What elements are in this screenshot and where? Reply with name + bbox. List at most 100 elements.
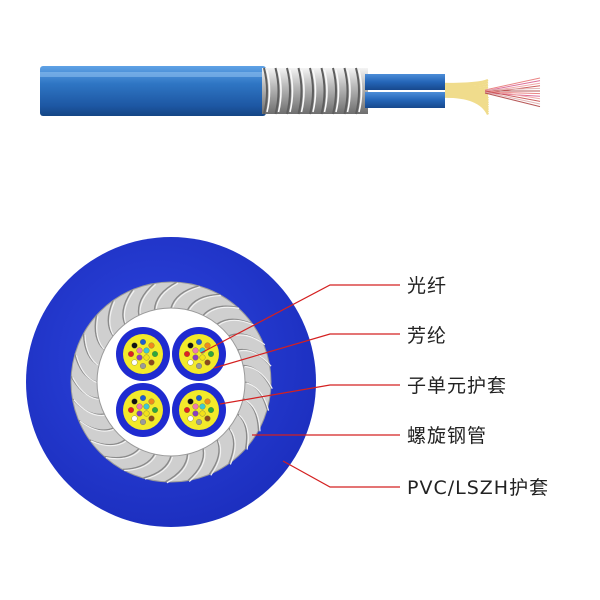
- steel-segment-line: [122, 289, 134, 325]
- aramid-yarn-side: [444, 91, 489, 111]
- steel-armor-highlight: [335, 69, 340, 113]
- steel-segment-highlight: [139, 283, 157, 317]
- steel-armor-highlight: [323, 69, 328, 113]
- label-subunit-jacket: 子单元护套: [407, 375, 507, 397]
- fiber-dot: [131, 359, 138, 366]
- outer-jacket-side: [40, 66, 266, 116]
- steel-segment-highlight: [72, 377, 101, 401]
- steel-armor-highlight: [289, 69, 294, 113]
- aramid-yarn-side: [444, 90, 489, 109]
- fiber-dot: [187, 398, 194, 405]
- steel-segment-line: [143, 455, 172, 479]
- steel-segment-highlight: [90, 440, 127, 447]
- steel-armor-ridge: [332, 67, 337, 115]
- fiber-strand-side: [484, 87, 541, 91]
- leader-subunit-jacket: [219, 384, 400, 405]
- fiber-dot: [187, 415, 194, 422]
- fiber-dot: [140, 395, 146, 401]
- steel-armor-ridge: [286, 67, 291, 115]
- fiber-dot: [196, 363, 202, 369]
- jacket-highlight: [40, 72, 266, 77]
- subunit-3: [116, 383, 170, 437]
- fiber-dot: [204, 359, 211, 366]
- steel-armor-ridge: [274, 67, 280, 115]
- label-outer-jacket: PVC/LSZH护套: [407, 477, 549, 499]
- steel-segment-highlight: [244, 398, 261, 432]
- steel-segment-highlight: [123, 290, 135, 326]
- steel-armor-highlight: [358, 69, 363, 113]
- leader-outer-jacket: [282, 460, 400, 488]
- subunit-tube-side-2: [365, 92, 445, 108]
- steel-segment-highlight: [96, 316, 107, 352]
- steel-segment-line: [122, 453, 156, 471]
- fiber-dot: [196, 339, 202, 345]
- fiber-dot: [196, 419, 202, 425]
- steel-segment-highlight: [188, 294, 221, 312]
- callouts: 光纤 芳纶 子单元护套 螺旋钢管 PVC/LSZH护套: [200, 275, 549, 499]
- fiber-dot: [143, 354, 150, 361]
- fiber-dot: [187, 359, 194, 366]
- steel-segment-line: [104, 448, 140, 459]
- fiber-dot: [136, 354, 143, 361]
- fiber-dot: [131, 398, 138, 405]
- steel-segment-highlight: [210, 440, 222, 476]
- steel-segment-line: [170, 285, 199, 309]
- fiber-dot: [208, 407, 214, 413]
- aramid-yarn-side: [444, 82, 489, 100]
- steel-segment-highlight: [204, 306, 240, 317]
- fiber-dot: [143, 347, 150, 354]
- fiber-dot: [131, 342, 138, 349]
- subunit-1: [116, 327, 170, 381]
- inner-space: [96, 307, 246, 457]
- steel-segment-line: [137, 282, 155, 316]
- steel-segment-highlight: [188, 449, 206, 483]
- fiber-dot: [192, 347, 199, 354]
- fiber-dot: [208, 351, 214, 357]
- fiber-dot: [143, 410, 150, 417]
- fiber-dot: [199, 403, 206, 410]
- fiber-dot: [199, 354, 206, 361]
- aramid-yarn-side: [444, 95, 490, 116]
- steel-segment-highlight: [246, 382, 270, 411]
- spiral-steel-side: [262, 67, 368, 115]
- steel-segment-highlight: [238, 414, 249, 450]
- steel-armor-ridge: [297, 67, 303, 115]
- aramid-yarn-side: [444, 84, 489, 102]
- fiber-dot: [143, 403, 150, 410]
- steel-armor-ridge: [263, 67, 268, 115]
- steel-armor-highlight: [346, 69, 351, 113]
- leader-fiber: [200, 284, 400, 354]
- steel-segment-line: [186, 293, 220, 311]
- steel-segment-highlight: [144, 456, 174, 480]
- steel-segment-line: [187, 448, 205, 482]
- cable-cross-section: [26, 237, 316, 527]
- fiber-dot: [192, 354, 199, 361]
- fiber-dot: [136, 410, 143, 417]
- fiber-dot: [184, 407, 190, 413]
- cable-side-view: [40, 66, 541, 116]
- steel-segment-highlight: [244, 365, 273, 389]
- steel-armor-highlight: [300, 69, 305, 113]
- steel-segment-line: [153, 281, 177, 310]
- fiber-dot: [140, 339, 146, 345]
- fiber-dot: [131, 415, 138, 422]
- fiber-dot: [136, 347, 143, 354]
- steel-segment-highlight: [84, 334, 101, 368]
- fiber-dot: [128, 407, 134, 413]
- leader-aramid: [213, 333, 400, 369]
- subunits: [116, 327, 226, 437]
- fiber-dot: [140, 419, 146, 425]
- fiber-dot: [148, 359, 155, 366]
- fiber-dot: [128, 351, 134, 357]
- steel-segment-highlight: [166, 455, 190, 484]
- steel-segment-highlight: [124, 454, 157, 472]
- fiber-dot: [140, 363, 146, 369]
- fiber-strand-side: [484, 92, 541, 108]
- steel-segment-highlight: [218, 319, 255, 326]
- fiber-dot: [152, 351, 158, 357]
- aramid-yarn-side: [444, 93, 489, 113]
- fiber-dot: [204, 398, 211, 405]
- fiber-dot: [204, 342, 211, 349]
- subunit-tube-side-1: [365, 74, 445, 90]
